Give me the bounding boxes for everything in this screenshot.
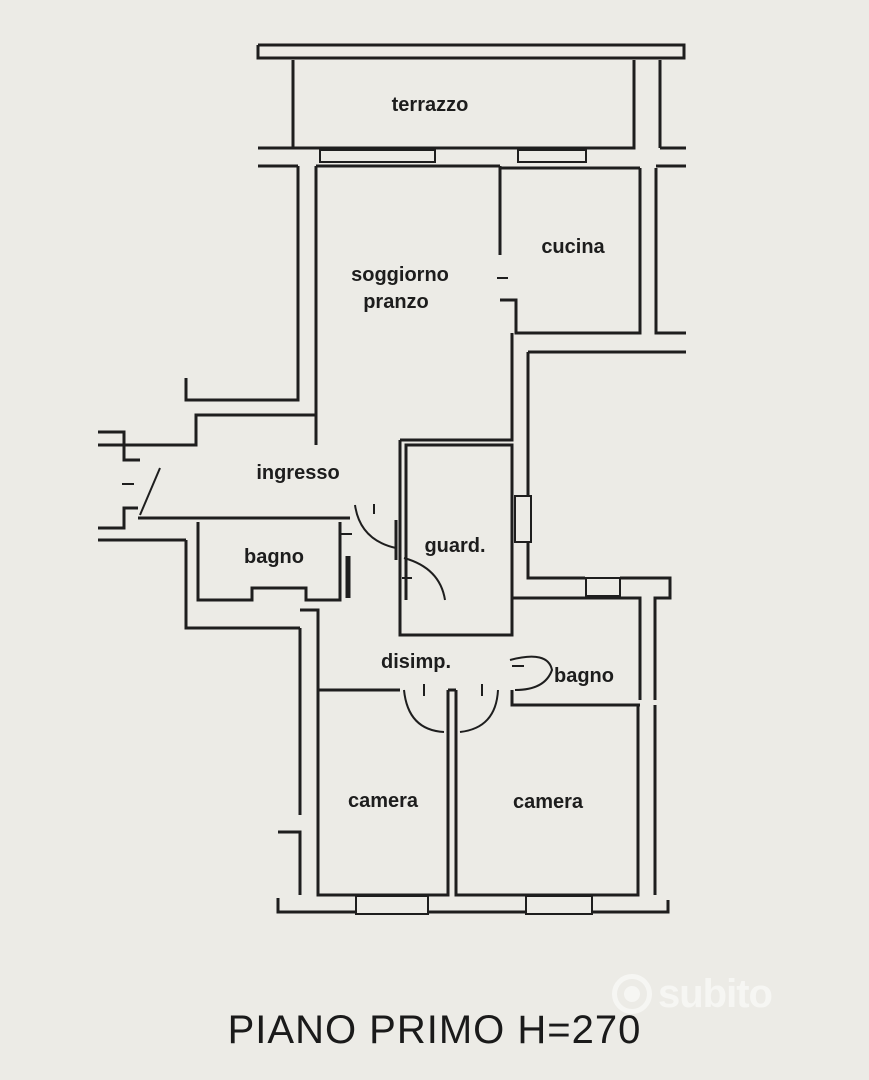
plan-title: PIANO PRIMO H=270 — [227, 1008, 642, 1052]
hallway-walls — [300, 576, 672, 707]
room-label-guardaroba: guard. — [424, 535, 485, 557]
wardrobe-window — [514, 495, 532, 543]
living-kitchen-walls — [184, 164, 686, 580]
bathroom-2-door[interactable] — [509, 655, 554, 691]
room-label-pranzo: pranzo — [363, 291, 429, 313]
entrance-door[interactable] — [139, 467, 161, 516]
bedroom-2-window — [525, 895, 593, 915]
terrace-walls — [256, 43, 686, 163]
room-label-bagno-2: bagno — [554, 665, 614, 687]
watermark-text: subito — [658, 971, 773, 1016]
terrace-window-2 — [517, 149, 587, 163]
room-label-camera-1: camera — [348, 790, 419, 812]
bedroom-walls — [276, 628, 670, 915]
wardrobe-walls — [394, 440, 532, 637]
bedroom-1-window — [355, 895, 429, 915]
room-label-disimpegno: disimp. — [381, 651, 451, 673]
terrace-window-1 — [319, 149, 436, 163]
room-label-cucina: cucina — [541, 236, 605, 258]
room-label-ingresso: ingresso — [256, 462, 339, 484]
room-label-camera-2: camera — [513, 791, 584, 813]
bathroom-1-walls — [184, 522, 352, 630]
room-label-soggiorno: soggiorno — [351, 264, 449, 286]
room-label-terrazzo: terrazzo — [392, 94, 469, 116]
entrance-inner-door[interactable] — [354, 504, 397, 549]
bedroom-1-door[interactable] — [403, 689, 445, 733]
floor-plan-drawing: terrazzo cucina soggiorno pranzo ingress… — [98, 43, 686, 915]
entrance-walls — [98, 413, 397, 549]
room-label-bagno-1: bagno — [244, 546, 304, 568]
watermark: subito — [612, 968, 773, 1020]
wardrobe-door[interactable] — [403, 557, 446, 601]
bedroom-2-door[interactable] — [459, 689, 499, 733]
subito-logo-icon — [612, 974, 652, 1014]
bathroom-2-window — [585, 577, 621, 597]
